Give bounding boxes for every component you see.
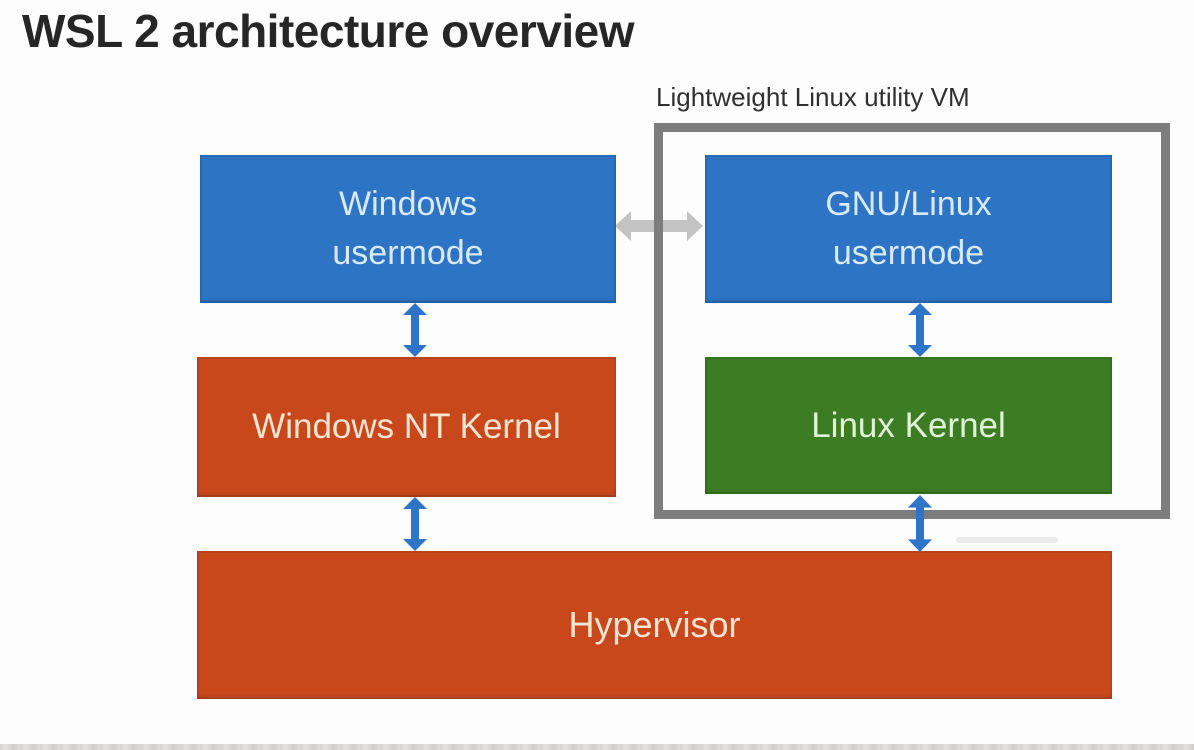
vertical-double-arrow-icon — [402, 303, 428, 357]
vertical-double-arrow-icon — [907, 495, 933, 552]
diagram-title: WSL 2 architecture overview — [22, 5, 635, 57]
box-windows-nt-kernel-label: Windows NT Kernel — [252, 407, 561, 446]
box-gnu-linux-usermode: GNU/Linux usermode — [705, 155, 1112, 303]
box-windows-nt-kernel: Windows NT Kernel — [197, 357, 616, 497]
faint-artifact-line — [956, 537, 1058, 543]
box-windows-usermode: Windows usermode — [200, 155, 616, 303]
vm-group-label: Lightweight Linux utility VM — [656, 82, 970, 112]
vertical-double-arrow-icon — [907, 303, 933, 357]
vertical-double-arrow-icon — [402, 497, 428, 551]
box-gnu-linux-usermode-label: GNU/Linux usermode — [825, 185, 992, 272]
bottom-edge-artifact-band — [0, 744, 1194, 750]
box-hypervisor: Hypervisor — [197, 551, 1112, 699]
vm-group-boundary — [654, 123, 1170, 519]
box-windows-usermode-label: Windows usermode — [332, 185, 484, 272]
box-hypervisor-label: Hypervisor — [568, 604, 741, 645]
box-linux-kernel: Linux Kernel — [705, 357, 1112, 494]
box-linux-kernel-label: Linux Kernel — [811, 405, 1006, 445]
